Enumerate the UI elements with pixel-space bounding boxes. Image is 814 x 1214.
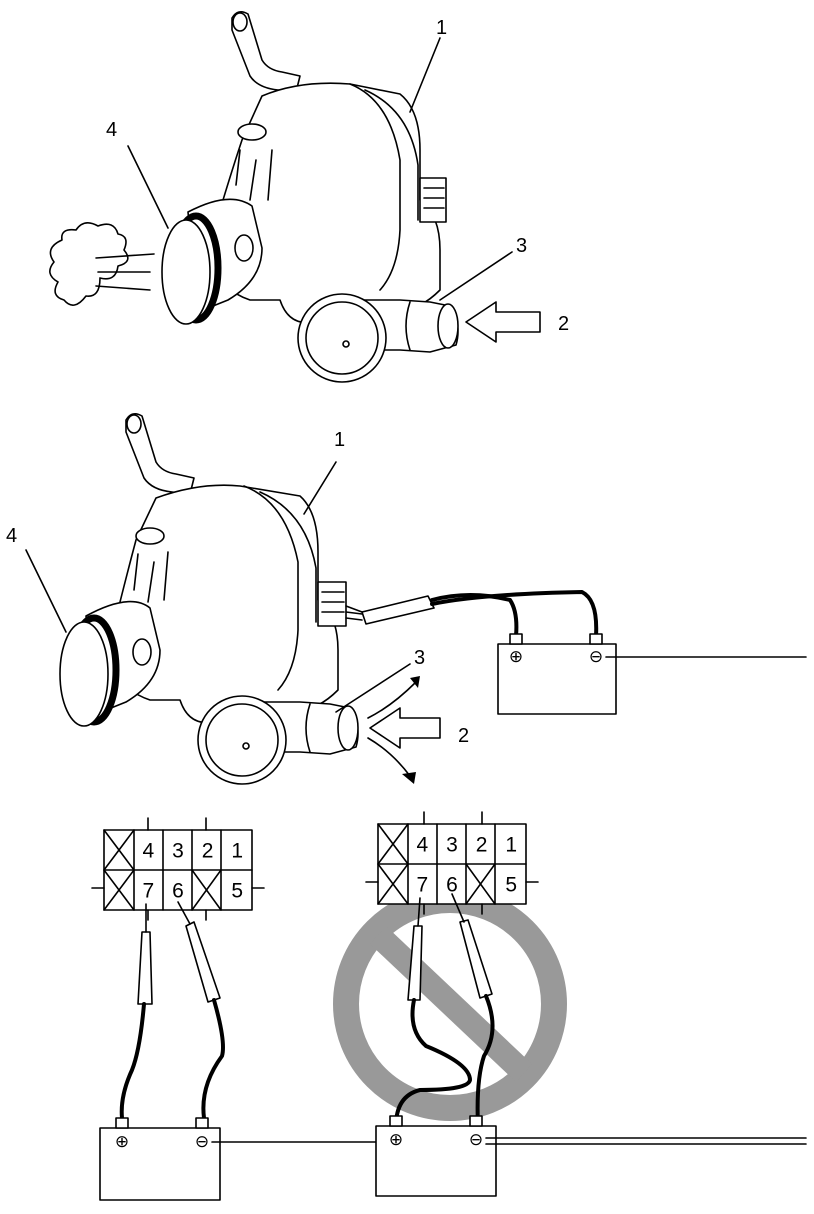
mounting-bracket	[231, 10, 301, 93]
pin-number-6: 6	[172, 880, 184, 903]
pin-number-3: 3	[172, 840, 184, 863]
callout-2: 2	[458, 725, 469, 747]
battery-positive-terminal: ⊕	[115, 1132, 129, 1152]
bracket-hole	[232, 12, 248, 32]
ground-line	[485, 1137, 807, 1145]
battery-negative-terminal: ⊖	[589, 647, 603, 667]
outlet-port	[59, 621, 109, 727]
mount-hole	[234, 234, 254, 262]
callout-4: 4	[106, 119, 117, 141]
pin-number-1: 1	[505, 834, 517, 857]
wire-negative	[430, 590, 599, 638]
pin-number-6: 6	[446, 874, 458, 897]
deflect-arrow-up	[410, 676, 420, 688]
electrical-connector-block	[317, 581, 347, 627]
figure-2-valve-energized: ⊕ ⊖ 1 2 3 4	[6, 412, 807, 785]
probe-negative	[185, 921, 221, 1003]
wire-negative	[201, 998, 225, 1120]
callout-1: 1	[436, 17, 447, 39]
test-plug	[361, 595, 435, 625]
pin-number-3: 3	[446, 834, 458, 857]
mounting-bracket	[125, 412, 195, 495]
callout-2: 2	[558, 313, 569, 335]
outlet-port	[161, 219, 211, 325]
inlet-port	[437, 303, 459, 349]
wire-positive	[119, 1002, 146, 1120]
callout-1: 1	[334, 429, 345, 451]
wire-positive	[430, 593, 519, 638]
battery	[375, 1125, 497, 1197]
round-cover	[297, 293, 387, 383]
pin-number-1: 1	[231, 840, 243, 863]
figure-1-valve-air-test: 1 2 3 4	[49, 10, 569, 383]
battery-negative-terminal: ⊖	[195, 1132, 209, 1152]
wire-crossed-a	[394, 998, 472, 1128]
battery-negative-terminal: ⊖	[469, 1130, 483, 1150]
wire-crossed-b	[475, 994, 495, 1128]
round-cover	[197, 695, 287, 785]
inlet-port	[337, 705, 359, 751]
deflect-arrow-down	[402, 772, 416, 784]
stud	[135, 527, 165, 545]
battery-positive-terminal: ⊕	[389, 1130, 403, 1150]
mount-hole	[132, 638, 152, 666]
battery	[497, 643, 617, 715]
battery	[99, 1127, 221, 1201]
electrical-connector-block	[419, 177, 447, 223]
blank-cavity	[103, 829, 135, 911]
blank-cavity	[377, 823, 409, 905]
bracket-hole	[126, 414, 142, 434]
pin-number-4: 4	[417, 834, 429, 857]
pin-number-5: 5	[231, 880, 243, 903]
air-in-arrow	[465, 301, 541, 343]
pin-number-2: 2	[202, 840, 214, 863]
callout-4: 4	[6, 525, 17, 547]
probe-negative	[459, 919, 493, 999]
air-out-cloud	[49, 222, 155, 306]
stud	[237, 123, 267, 141]
pin-number-7: 7	[143, 880, 155, 903]
pin-number-4: 4	[143, 840, 155, 863]
battery-positive-terminal: ⊕	[509, 647, 523, 667]
probe-positive	[137, 931, 153, 1005]
air-in-arrow	[369, 707, 441, 749]
pin-number-2: 2	[476, 834, 488, 857]
pin-number-7: 7	[417, 874, 429, 897]
blank-cavity	[191, 869, 222, 911]
callout-3: 3	[516, 235, 527, 257]
blank-cavity	[465, 863, 496, 905]
pin-number-5: 5	[505, 874, 517, 897]
probe-positive	[407, 925, 423, 1001]
callout-3: 3	[414, 647, 425, 669]
